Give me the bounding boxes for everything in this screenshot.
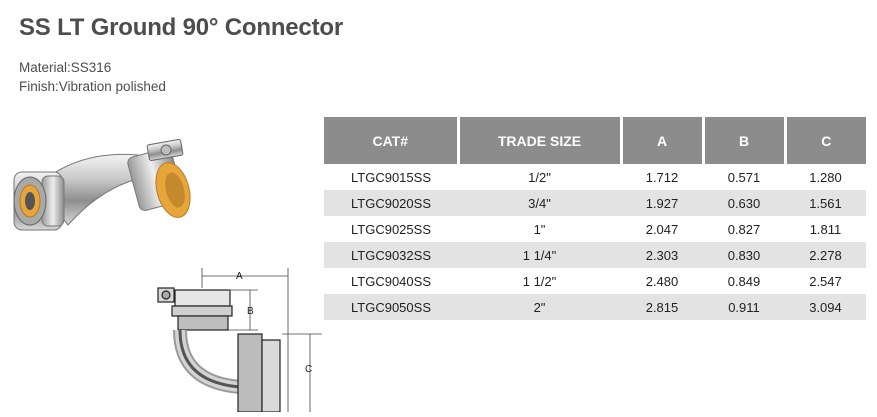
c-cell: 1.811 [809,221,842,237]
a-cell: 2.480 [645,273,679,289]
trade-size-cell: 3/4" [458,190,621,216]
dimension-drawing: A B C [157,268,322,412]
table-row: LTGC9050SS 2" 2.815 0.911 3.094 [324,294,866,320]
trade-size-cell: 1 1/2" [522,273,557,289]
c-cell: 1.280 [809,169,842,185]
trade-size-cell: 2" [458,294,621,320]
finish-spec: Finish:Vibration polished [19,79,166,94]
col-header-cat: CAT# [324,117,458,164]
dim-label-a: A [236,271,243,282]
a-cell: 2.047 [645,221,679,237]
cat-cell: LTGC9015SS [351,169,431,185]
col-header-c: C [783,117,866,164]
c-cell: 2.547 [809,273,842,289]
a-cell: 1.927 [621,190,703,216]
specs-table: CAT# TRADE SIZE A B C LTGC9015SS 1/2" 1.… [324,117,866,320]
col-header-a: A [619,117,703,164]
table-header-row: CAT# TRADE SIZE A B C [324,117,866,164]
cat-cell: LTGC9025SS [351,221,431,237]
b-cell: 0.830 [703,242,785,268]
table-row: LTGC9025SS 1" 2.047 0.827 1.811 [324,216,866,242]
cat-cell: LTGC9032SS [324,242,458,268]
b-cell: 0.827 [727,221,761,237]
a-cell: 2.303 [621,242,703,268]
table-row: LTGC9040SS 1 1/2" 2.480 0.849 2.547 [324,268,866,294]
col-header-trade-size: TRADE SIZE [456,117,621,164]
table-row: LTGC9032SS 1 1/4" 2.303 0.830 2.278 [324,242,866,268]
dim-label-b: B [247,306,254,317]
trade-size-cell: 1" [533,221,546,237]
table-row: LTGC9020SS 3/4" 1.927 0.630 1.561 [324,190,866,216]
trade-size-cell: 1 1/4" [458,242,621,268]
c-cell: 3.094 [785,294,866,320]
b-cell: 0.911 [703,294,785,320]
b-cell: 0.571 [727,169,761,185]
material-spec: Material:SS316 [19,60,112,75]
cat-cell: LTGC9050SS [324,294,458,320]
c-cell: 2.278 [785,242,866,268]
a-cell: 2.815 [621,294,703,320]
trade-size-cell: 1/2" [528,169,551,185]
dim-label-c: C [305,364,312,375]
c-cell: 1.561 [785,190,866,216]
a-cell: 1.712 [645,169,679,185]
cat-cell: LTGC9020SS [324,190,458,216]
table-row: LTGC9015SS 1/2" 1.712 0.571 1.280 [324,164,866,190]
col-header-b: B [701,117,785,164]
b-cell: 0.630 [703,190,785,216]
page-title: SS LT Ground 90° Connector [19,14,343,41]
cat-cell: LTGC9040SS [351,273,431,289]
connector-photo [13,138,191,231]
b-cell: 0.849 [727,273,761,289]
